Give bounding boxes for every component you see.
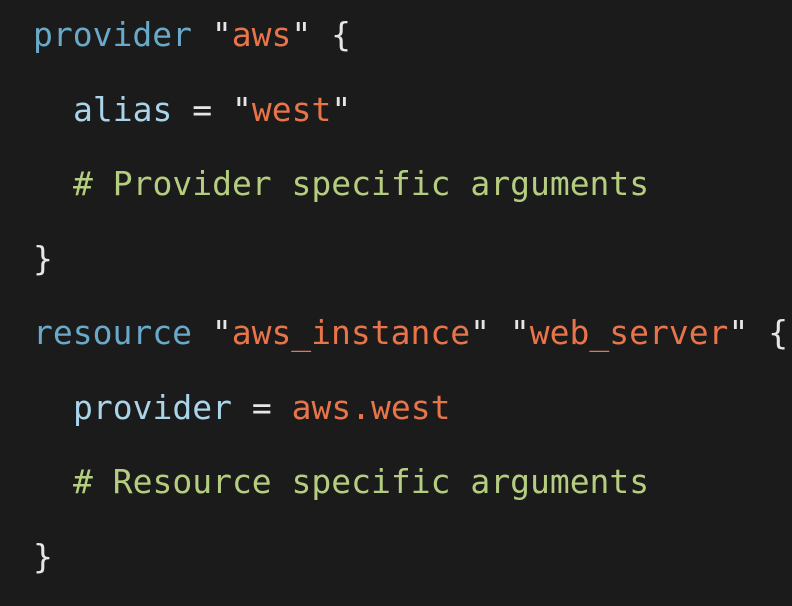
code-line-6: provider = aws.west	[0, 383, 792, 458]
reference-aws-west: aws.west	[292, 388, 451, 427]
quote: "	[212, 15, 232, 54]
string-aws-instance: aws_instance	[232, 313, 470, 352]
string-web-server: web_server	[530, 313, 729, 352]
equals-sign: =	[252, 388, 272, 427]
quote: "	[510, 313, 530, 352]
code-line-1: provider "aws" {	[0, 10, 792, 85]
open-brace: {	[768, 313, 788, 352]
equals-sign: =	[192, 90, 212, 129]
quote: "	[212, 313, 232, 352]
code-line-2: alias = "west"	[0, 85, 792, 160]
attribute-alias: alias	[73, 90, 172, 129]
code-line-5: resource "aws_instance" "web_server" {	[0, 308, 792, 383]
string-aws: aws	[232, 15, 292, 54]
code-line-7: # Resource specific arguments	[0, 457, 792, 532]
quote: "	[728, 313, 748, 352]
close-brace: }	[33, 239, 53, 278]
open-brace: {	[331, 15, 351, 54]
code-line-3: # Provider specific arguments	[0, 159, 792, 234]
quote: "	[470, 313, 490, 352]
code-line-4: }	[0, 234, 792, 309]
keyword-provider: provider	[33, 15, 192, 54]
keyword-resource: resource	[33, 313, 192, 352]
quote: "	[232, 90, 252, 129]
string-west: west	[252, 90, 331, 129]
code-line-8: }	[0, 532, 792, 606]
close-brace: }	[33, 537, 53, 576]
attribute-provider: provider	[73, 388, 232, 427]
comment-provider-args: # Provider specific arguments	[73, 164, 649, 203]
quote: "	[331, 90, 351, 129]
quote: "	[291, 15, 311, 54]
comment-resource-args: # Resource specific arguments	[73, 462, 649, 501]
